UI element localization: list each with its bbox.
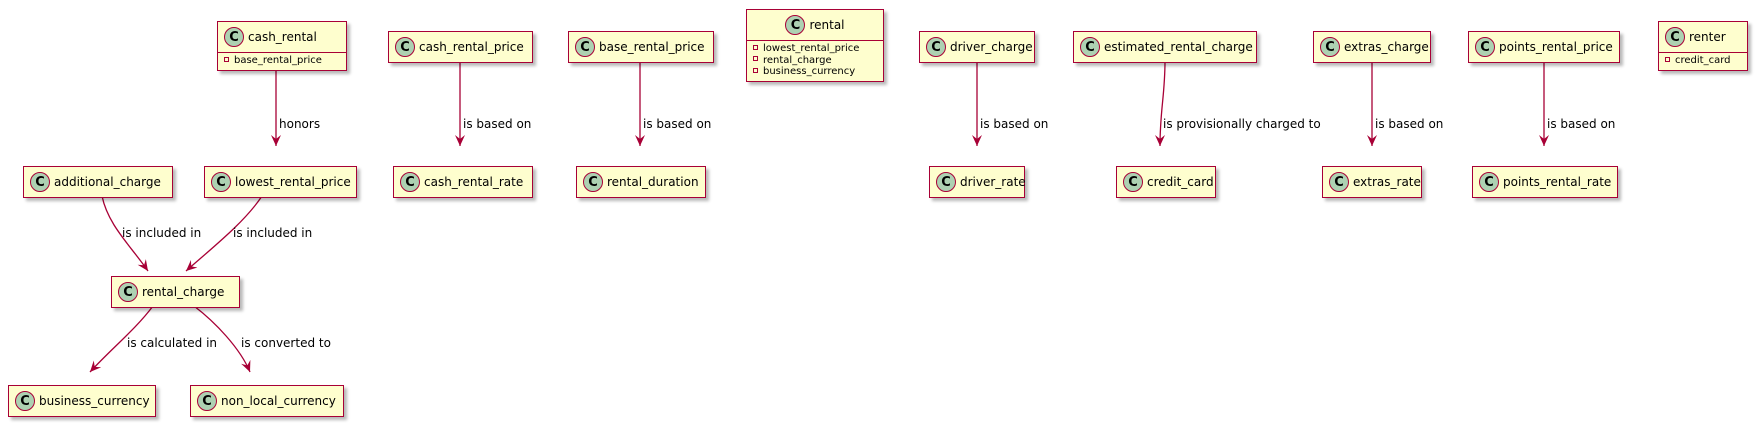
edge-label-additional-charge: is included in [122,226,202,240]
class-lowest-rental-price[interactable]: C lowest_rental_price [204,166,357,198]
class-business-currency[interactable]: C business_currency [8,385,156,417]
class-points-rental-rate[interactable]: C points_rental_rate [1472,166,1618,198]
class-extras-charge[interactable]: C extras_charge [1313,31,1431,63]
edge-label-cash-rental-price: is based on [463,117,532,131]
class-name: rental [809,18,845,32]
class-base-rental-price[interactable]: C base_rental_price [568,31,714,63]
class-name: extras_charge [1344,40,1429,54]
class-extras-rate[interactable]: C extras_rate [1322,166,1422,198]
edge-label-driver-charge: is based on [980,117,1049,131]
class-c-icon: C [395,37,415,57]
class-name: estimated_rental_charge [1104,40,1253,54]
class-cash-rental-rate[interactable]: C cash_rental_rate [393,166,533,198]
private-field-icon [1665,56,1670,62]
edge-lowest-rental-price-to-rental-charge [185,195,263,272]
class-c-icon: C [30,172,50,192]
class-c-icon: C [1475,37,1495,57]
private-field-icon [753,56,758,61]
class-cash-rental-price[interactable]: C cash_rental_price [388,31,533,63]
class-c-icon: C [15,391,35,411]
class-c-icon: C [583,172,603,192]
class-name: cash_rental_rate [424,175,524,189]
class-c-icon: C [575,37,595,57]
class-name: additional_charge [54,175,161,189]
class-c-icon: C [400,172,420,192]
edge-rental-charge-to-business-currency [89,305,154,373]
edge-additional-charge-to-rental-charge [101,195,149,272]
class-name: base_rental_price [599,40,705,54]
edge-label-converted-to: is converted to [241,336,331,350]
class-attribute: base_rental_price [224,55,346,67]
edge-label-lowest-rental-price: is included in [233,226,313,240]
class-points-rental-price[interactable]: C points_rental_price [1468,31,1620,63]
class-non-local-currency[interactable]: C non_local_currency [190,385,344,417]
edge-label-honors: honors [279,117,321,131]
class-driver-rate[interactable]: C driver_rate [929,166,1026,198]
class-name: rental_charge [142,285,225,299]
class-name: lowest_rental_price [235,175,351,189]
edge-label-base-rental-price: is based on [643,117,712,131]
class-c-icon: C [1329,172,1349,192]
class-name: points_rental_price [1499,40,1613,54]
class-c-icon: C [1665,27,1685,47]
edge-label-extras-charge: is based on [1375,117,1444,131]
class-name: points_rental_rate [1503,175,1612,189]
class-c-icon: C [1479,172,1499,192]
class-c-icon: C [118,282,138,302]
class-additional-charge[interactable]: C additional_charge [23,166,173,198]
class-driver-charge[interactable]: C driver_charge [919,31,1035,63]
class-name: credit_card [1147,175,1214,189]
class-rental-charge[interactable]: C rental_charge [111,276,240,308]
class-attribute: business_currency [753,66,883,78]
private-field-icon [753,44,758,50]
class-name: cash_rental [248,30,317,44]
class-c-icon: C [197,391,217,411]
edge-label-calculated-in: is calculated in [127,336,218,350]
class-rental-duration[interactable]: C rental_duration [576,166,706,198]
class-c-icon: C [211,172,231,192]
class-rental[interactable]: C rental lowest_rental_price rental_char… [746,9,884,82]
class-cash-rental[interactable]: C cash_rental base_rental_price [217,21,347,71]
class-c-icon: C [1320,37,1340,57]
edge-estimated-rental-charge-to-credit-card [1155,60,1166,147]
class-c-icon: C [785,15,806,35]
class-c-icon: C [224,27,244,47]
private-field-icon [224,56,229,62]
class-name: driver_rate [960,175,1026,189]
class-attribute: rental_charge [753,55,883,67]
class-attribute: credit_card [1665,55,1747,67]
class-name: rental_duration [607,175,699,189]
class-name: driver_charge [950,40,1033,54]
class-name: cash_rental_price [419,40,524,54]
class-renter[interactable]: C renter credit_card [1658,21,1748,71]
class-name: renter [1689,30,1726,44]
edge-label-estimated-rental-charge: is provisionally charged to [1163,117,1321,131]
class-c-icon: C [936,172,956,192]
class-c-icon: C [926,37,946,57]
class-name: business_currency [39,394,150,408]
class-c-icon: C [1123,172,1143,192]
private-field-icon [753,67,758,73]
class-attribute: lowest_rental_price [753,43,883,55]
class-name: extras_rate [1353,175,1421,189]
class-credit-card[interactable]: C credit_card [1116,166,1216,198]
edge-label-points-rental-price: is based on [1547,117,1616,131]
class-c-icon: C [1080,37,1100,57]
class-name: non_local_currency [221,394,336,408]
class-estimated-rental-charge[interactable]: C estimated_rental_charge [1073,31,1257,63]
edge-rental-charge-to-non-local-currency [193,305,251,373]
